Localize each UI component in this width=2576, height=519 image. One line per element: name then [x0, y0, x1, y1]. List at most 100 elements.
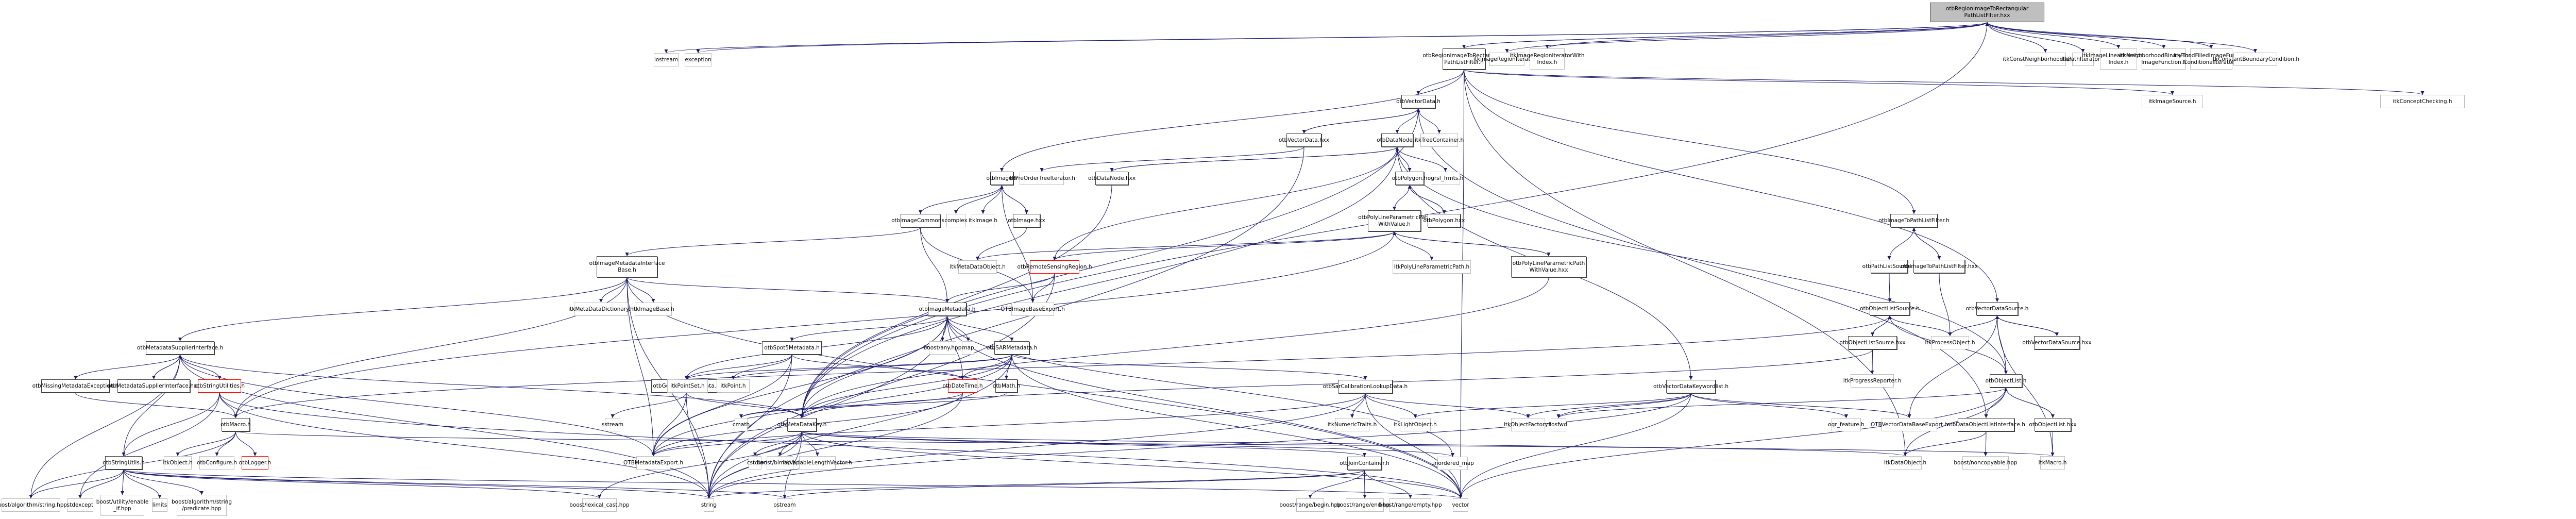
- edge-root-to-itkFloodFilled: [1987, 22, 2213, 49]
- node-otbimagecommons-h[interactable]: otbImageCommons.h: [891, 214, 950, 227]
- edge-otbRemoteSensingRegion-to-string: [707, 273, 1055, 499]
- node-otbvectordatakeywordlist-h[interactable]: otbVectorDataKeywordlist.h: [1653, 380, 1728, 393]
- edge-otbObjectListSource_h-to-otbMacro: [234, 315, 1890, 418]
- edge-otbMetaDataKey-to-boost_lexical_cast: [598, 431, 802, 499]
- node-otbvectordata-hxx[interactable]: otbVectorData.hxx: [1279, 133, 1329, 147]
- node-unordered-map: unordered_map: [1431, 457, 1474, 470]
- node-cmath: cmath: [733, 418, 750, 431]
- edge-otbMath-to-cmath: [739, 392, 1007, 418]
- edge-otbStringUtilities-to-string: [219, 392, 711, 499]
- node-otbdatanode-hxx[interactable]: otbDataNode.hxx: [1088, 172, 1136, 185]
- node-otbvectordatabaseexport-h: OTBVectorDataBaseExport.h: [1871, 418, 1948, 431]
- node-otbjoincontainer-h[interactable]: otbJoinContainer.h: [1340, 457, 1389, 470]
- edge-otbStringUtils-to-vector: [123, 469, 1462, 499]
- node-otbmetadatasupplierinterface-h[interactable]: otbMetadataSupplierInterface.h: [137, 341, 223, 355]
- node-itkimageregioniteratorwith-index-h: itkImageRegionIteratorWith Index.h: [1510, 48, 1585, 70]
- node-otbimagebaseexport-h: OTBImageBaseExport.h: [1001, 303, 1065, 316]
- node-otbimagemetadatainterface-base-h[interactable]: otbImageMetadataInterface Base.h: [589, 256, 665, 277]
- node-otbsarcalibrationlookupdata-h[interactable]: otbSarCalibrationLookupData.h: [1323, 380, 1408, 393]
- node-otbpolygon-hxx[interactable]: otbPolygon.hxx: [1423, 214, 1465, 227]
- node-otbdatanode-h[interactable]: otbDataNode.h: [1377, 133, 1418, 147]
- node-itkobject-h: itkObject.h: [163, 456, 193, 470]
- node-boost-algorithm-string-predicate-hpp: boost/algorithm/string /predicate.hpp: [172, 495, 232, 516]
- node-otbstringutils-h[interactable]: otbStringUtils.h: [103, 456, 145, 470]
- edge-otbObjectListSource_hxx-to-otbObjectListSource_h: [1872, 315, 1892, 337]
- edge-root-to-itkConstNeighborhoodIterator: [1987, 22, 2047, 53]
- edge-otbVectorDataKeywordlist-to-itkObjectFactory: [1526, 393, 1691, 418]
- node-itklightobject-h: itkLightObject.h: [1394, 418, 1437, 431]
- edge-otbSpot5Metadata-to-string: [707, 354, 792, 499]
- edge-otbImageMetadata-to-string: [707, 315, 947, 499]
- node-otbobjectlistsource-h[interactable]: otbObjectListSource.h: [1860, 302, 1920, 315]
- node-otbvectordatasource-hxx[interactable]: otbVectorDataSource.hxx: [2022, 336, 2092, 349]
- node-itkconstantboundarycondition-h: itkConstantBoundaryCondition.h: [2211, 53, 2299, 66]
- edge-otbObjectListSource_hxx-to-otbMetaDataKey: [800, 349, 1873, 418]
- node-otbmath-h[interactable]: otbMath.h: [993, 379, 1020, 393]
- node-boost-any-hpp: boost/any.hpp: [924, 341, 961, 355]
- node-otbimage-hxx[interactable]: otbImage.hxx: [1008, 214, 1045, 227]
- node-otbobjectlistsource-hxx[interactable]: otbObjectListSource.hxx: [1839, 336, 1906, 349]
- edge-otbImageMetadata-to-boost_any: [941, 315, 947, 342]
- node-otbconfigure-h: otbConfigure.h: [197, 456, 237, 470]
- node-otbimage-h[interactable]: otbImage.h: [986, 172, 1018, 185]
- edge-otbMetaDataKey-to-unordered_map: [802, 431, 1454, 457]
- node-otbpolylineparametricpath-withvalue-h[interactable]: otbPolyLineParametricPath WithValue.h: [1358, 210, 1431, 231]
- node-itkprocessobject-h: itkProcessObject.h: [1925, 336, 1975, 349]
- edge-otbStringUtils-to-string: [123, 469, 711, 499]
- edge-otbImageMetadataInterfaceBase-to-OTBMetadataExport: [626, 277, 655, 457]
- edge-otbImageMetadataInterfaceBase-to-otbMetadataSupplierInterface_h: [178, 277, 628, 342]
- node-otbregionimagetorectangular-pathlistfilter-hxx[interactable]: otbRegionImageToRectangular PathListFilt…: [1930, 3, 2044, 22]
- edge-otbDataNode_h-to-ogrsf_frmts: [1397, 146, 1447, 172]
- edge-root-to-exception: [697, 22, 1988, 54]
- edge-otbRemoteSensingRegion-to-otbImageMetadata: [945, 273, 1055, 303]
- node-otbpolylineparametricpath-withvalue-hxx[interactable]: otbPolyLineParametricPath WithValue.hxx: [1511, 256, 1586, 277]
- node-otbobjectlist-h[interactable]: otbObjectList.h: [1986, 374, 2026, 388]
- edge-otbImageMetadataInterfaceBase-to-itkImageBase: [626, 277, 655, 303]
- node-otbobjectlist-hxx[interactable]: otbObjectList.hxx: [2029, 418, 2077, 431]
- edge-otbStringUtilities-to-vector: [219, 392, 1463, 499]
- node-itkconceptchecking-h: itkConceptChecking.h: [2380, 95, 2465, 108]
- node-stdexcept: stdexcept: [67, 498, 93, 512]
- edge-otbMetadataSupplierInterface_h-to-otbMetaDataKey: [180, 354, 804, 418]
- edge-otbVectorDataSource_h-to-itkProcessObject: [1948, 315, 1997, 337]
- node-otbmetadatakey-h[interactable]: otbMetaDataKey.h: [777, 418, 826, 431]
- node-otbstringutilities-h: otbStringUtilities.h: [194, 379, 245, 393]
- node-boost-algorithm-string-hpp: boost/algorithm/string.hpp: [0, 498, 67, 512]
- node-otbsarmetadata-h[interactable]: otbSARMetadata.h: [987, 341, 1037, 355]
- node-otbmetadatasupplierinterface-hxx[interactable]: otbMetadataSupplierInterface.hxx: [108, 379, 200, 393]
- node-otbimagetopathlistfilter-hxx[interactable]: otbImageToPathListFilter.hxx: [1901, 260, 1978, 273]
- node-itkpointset-h: itkPointSet.h: [667, 379, 708, 393]
- edge-root-to-itkImageRegionIterator: [1505, 22, 1988, 53]
- edge-otbVectorDataKeywordlist-to-itkLightObject: [1413, 393, 1691, 418]
- edge-otbStringUtils-to-boost_enable_if: [121, 469, 125, 495]
- node-otbpolygon-h[interactable]: otbPolygon.h: [1392, 172, 1427, 185]
- node-exception: exception: [685, 53, 711, 66]
- edge-otbSarCalibrationLookupData-to-itkLightObject: [1365, 393, 1417, 418]
- node-otbspot5metadata-h[interactable]: otbSpot5Metadata.h: [762, 341, 822, 355]
- edge-otbObjectList_h-to-itkDataObject: [1903, 387, 2006, 457]
- node-otbimagemetadata-h[interactable]: otbImageMetadata.h: [919, 303, 975, 316]
- edge-otbVectorDataKeywordlist-to-vector: [1459, 393, 1691, 499]
- node-otbdatetime-h: otbDateTime.h: [943, 379, 983, 393]
- edge-otbDataObjectListInterface-to-itkDataObject: [1903, 431, 1987, 457]
- node-otbimagetopathlistfilter-h[interactable]: otbImageToPathListFilter.h: [1878, 214, 1950, 227]
- node-otbvectordata-h[interactable]: otbVectorData.h: [1396, 95, 1440, 108]
- node-otbpathlistsource-h[interactable]: otbPathListSource.h: [1862, 260, 1916, 273]
- edge-otbMetadataSupplierInterface_h-to-otbMissingMetadataException: [74, 354, 180, 380]
- edge-otbVectorDataSource_h-to-otbObjectList_h: [1997, 315, 2008, 375]
- node-itkimagebase-h: itkImageBase.h: [632, 303, 674, 316]
- edge-otbMetadataSupplierInterface_h-to-otbStringUtilities: [180, 354, 222, 380]
- edge-otbSpot5Metadata-to-itkPointSet: [686, 354, 792, 380]
- edge-otbVectorDataKeywordlist-to-string: [707, 393, 1691, 499]
- edge-otbImage_h-to-OTBImageBaseExport: [1002, 185, 1035, 303]
- node-itkprogressreporter-h: itkProgressReporter.h: [1843, 374, 1901, 388]
- node-otbmacro-h[interactable]: otbMacro.h: [221, 418, 251, 431]
- edge-otbSarCalibrationLookupData-to-OTBMetadataExport: [651, 393, 1366, 457]
- node-otbmissingmetadataexception-h[interactable]: otbMissingMetadataException.h: [32, 379, 118, 393]
- node-otbregionimagetorectangular-pathlistfilter-h[interactable]: otbRegionImageToRectangular PathListFilt…: [1422, 48, 1505, 70]
- node-otbvectordatasource-h[interactable]: otbVectorDataSource.h: [1966, 302, 2028, 315]
- node-otbdataobjectlistinterface-h[interactable]: otbDataObjectListInterface.h: [1947, 418, 2025, 431]
- edge-otbImageMetadataInterfaceBase-to-itkMetaDataDictionary: [599, 277, 628, 303]
